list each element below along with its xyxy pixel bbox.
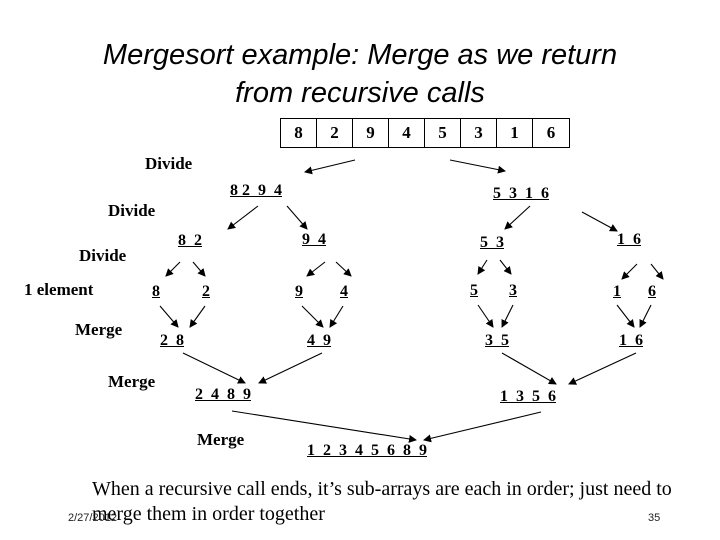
arrow [306, 261, 326, 277]
arrow [335, 261, 352, 277]
label-divide: Divide [145, 154, 193, 173]
arrow [189, 305, 206, 328]
label-merge: Merge [108, 372, 156, 391]
node-merged-pair: 4 9 [307, 332, 331, 349]
arrow [621, 263, 638, 280]
array-cell: 5 [425, 119, 461, 147]
arrow [639, 304, 652, 328]
arrow [329, 305, 344, 328]
arrow [192, 261, 206, 277]
node-quarter: 8 2 [178, 232, 202, 249]
arrow [616, 304, 635, 328]
node-single: 9 [295, 283, 303, 300]
arrow [423, 411, 542, 443]
label-one-element: 1 element [24, 280, 94, 299]
arrow [159, 305, 179, 328]
input-array: 8 2 9 4 5 3 1 6 [280, 118, 570, 148]
node-single: 2 [202, 283, 210, 300]
node-single: 5 [470, 282, 478, 299]
slide-caption: When a recursive call ends, it’s sub-arr… [92, 478, 672, 525]
slide-title-line-1: Mergesort example: Merge as we return [102, 39, 618, 71]
arrow [258, 352, 323, 384]
array-cell: 2 [317, 119, 353, 147]
label-divide: Divide [79, 246, 127, 265]
array-cell: 3 [461, 119, 497, 147]
arrow [581, 211, 618, 232]
arrow [568, 352, 637, 385]
page-number: 35 [648, 512, 661, 524]
node-merged-pair: 1 6 [619, 332, 643, 349]
arrow [477, 259, 488, 275]
node-left-half: 8 2 9 4 [230, 182, 282, 199]
footer-date: 2/27/2012 [68, 512, 117, 524]
node-merged-pair: 2 8 [160, 332, 184, 349]
array-cell: 1 [497, 119, 533, 147]
node-merged-pair: 3 5 [485, 332, 509, 349]
array-cell: 6 [546, 123, 556, 142]
arrow [650, 263, 664, 280]
arrow [165, 261, 181, 277]
label-divide: Divide [108, 201, 156, 220]
array-cell: 8 [281, 119, 317, 147]
array-cell: 4 [389, 119, 425, 147]
arrow [301, 305, 324, 328]
arrow [182, 352, 246, 384]
node-merged-half: 1 3 5 6 [500, 388, 556, 405]
label-merge: Merge [197, 430, 245, 449]
label-merge: Merge [75, 320, 123, 339]
node-single: 1 [613, 283, 621, 300]
arrow [499, 259, 512, 275]
arrow [504, 205, 531, 230]
arrow [449, 159, 506, 174]
arrow [501, 352, 557, 385]
node-final-sorted: 1 2 3 4 5 6 8 9 [307, 442, 427, 459]
arrow [227, 205, 259, 230]
arrow [231, 410, 417, 443]
node-merged-half: 2 4 8 9 [195, 386, 251, 403]
slide-title-line-2: from recursive calls [235, 77, 485, 109]
arrow [286, 205, 308, 230]
node-single: 4 [340, 283, 348, 300]
node-right-half: 5 3 1 6 [493, 185, 549, 202]
node-quarter: 9 4 [302, 231, 326, 248]
node-quarter: 1 6 [617, 231, 641, 248]
arrow [501, 304, 514, 328]
node-single: 6 [648, 283, 656, 300]
node-quarter: 5 3 [480, 234, 504, 251]
node-single: 3 [509, 282, 517, 299]
array-cell: 9 [353, 119, 389, 147]
arrow [477, 304, 494, 328]
arrow [304, 159, 356, 175]
node-single: 8 [152, 283, 160, 300]
